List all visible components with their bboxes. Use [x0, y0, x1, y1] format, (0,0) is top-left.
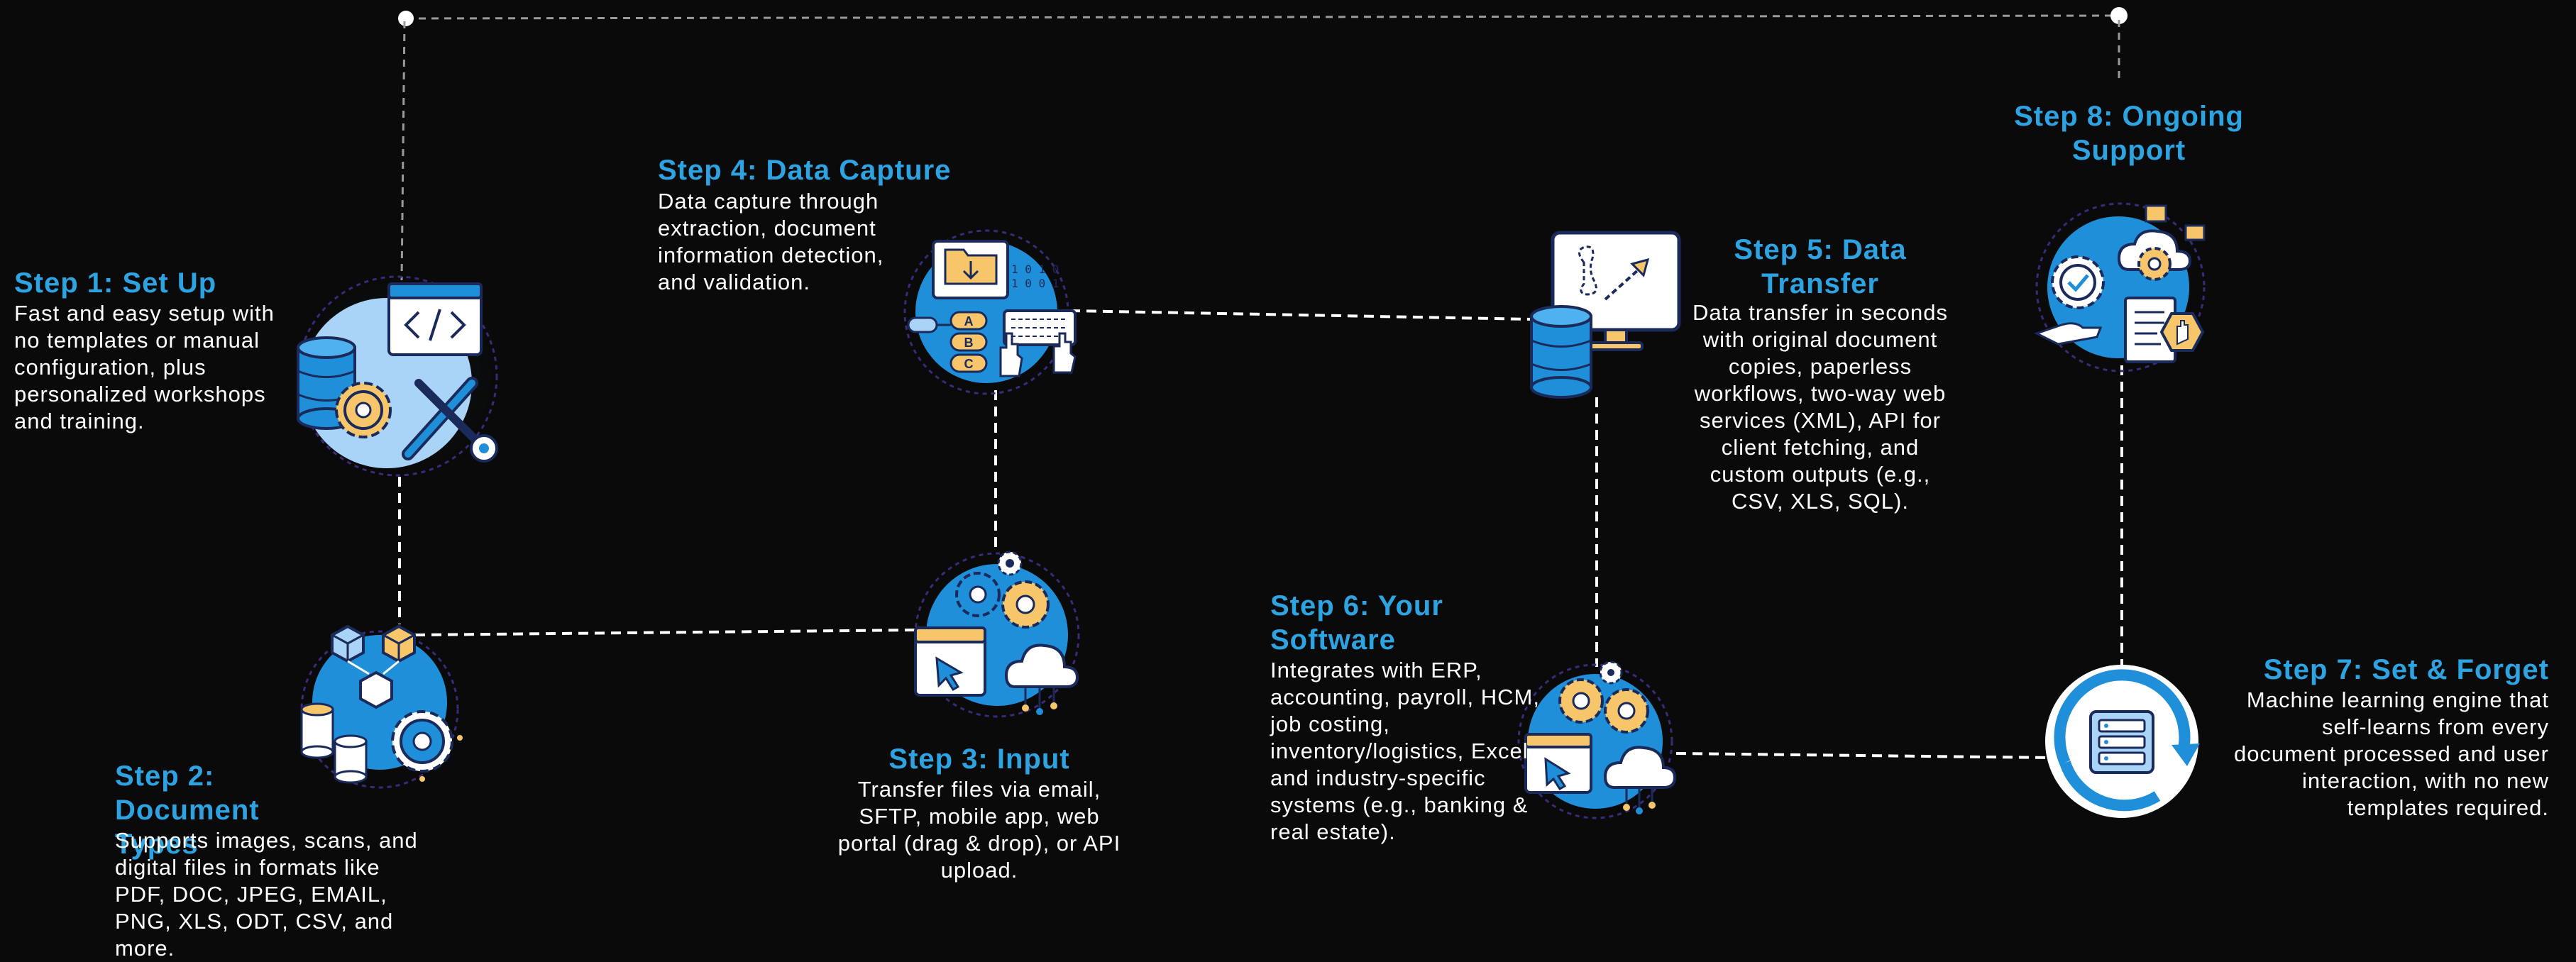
connector-step2-step3: [414, 629, 918, 636]
step-1-title: Step 1: Set Up: [14, 267, 217, 299]
svg-text:1 0 0 1: 1 0 0 1: [1011, 277, 1059, 290]
svg-text:A: A: [964, 314, 974, 328]
step-6-title: Step 6: Your Software: [1270, 590, 1443, 656]
step-2-title: Step 2: Document Types: [115, 761, 260, 860]
top-left-node-dot: [398, 11, 414, 26]
step-5-description: Data transfer in seconds with original d…: [1692, 300, 1948, 514]
step-6-description: Integrates with ERP, accounting, payroll…: [1270, 658, 1540, 844]
software-gears-cursor-cloud-icon: [1517, 660, 1677, 819]
connector-step6-step7: [1675, 752, 2050, 759]
step-7-description: Machine learning engine that self-learns…: [2233, 687, 2549, 820]
step-4-description: Data capture through extraction, documen…: [658, 189, 884, 294]
connector-step4-step5: [1069, 309, 1532, 321]
step-3-description: Transfer files via email, SFTP, mobile a…: [837, 777, 1121, 883]
step-4-title: Step 4: Data Capture: [658, 155, 952, 186]
top-left-drop-line: [400, 21, 406, 281]
data-capture-folder-keyboard-icon: 1 0 1 0 1 0 0 1 A B C: [903, 229, 1077, 395]
svg-text:C: C: [964, 357, 974, 371]
svg-text:1 0 1 0: 1 0 1 0: [1011, 262, 1059, 276]
setup-code-gear-tools-icon: [297, 275, 498, 477]
input-gears-cursor-cloud-icon: [914, 551, 1080, 718]
svg-text:B: B: [964, 336, 974, 350]
document-types-cubes-database-icon: [300, 624, 463, 789]
top-connector-line: [405, 14, 2120, 20]
step-5-title: Step 5: Data Transfer: [1734, 234, 1907, 299]
set-forget-server-refresh-icon: [2045, 665, 2200, 818]
ongoing-support-cloud-gears-hand-icon: [2034, 202, 2206, 372]
step-7-title: Step 7: Set & Forget: [2263, 654, 2549, 685]
step-2-description: Supports images, scans, and digital file…: [115, 828, 418, 961]
top-right-node-dot: [2110, 7, 2128, 24]
step-1-description: Fast and easy setup with no templates or…: [14, 301, 275, 433]
step-8-title: Step 8: Ongoing Support: [2014, 101, 2244, 166]
step-3-title: Step 3: Input: [888, 743, 1070, 775]
connector-lines: [398, 7, 2128, 759]
data-transfer-monitor-database-icon: [1530, 231, 1681, 399]
